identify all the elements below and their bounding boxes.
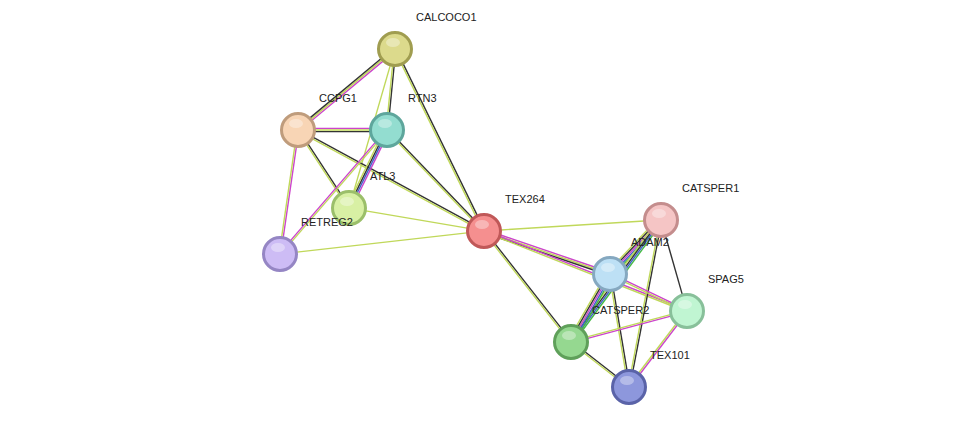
protein-node: CCPG1 — [280, 112, 316, 148]
interaction-edge — [584, 352, 616, 377]
interaction-edge — [366, 211, 467, 228]
interaction-edge — [494, 244, 561, 329]
protein-node: ADAM2 — [592, 256, 628, 292]
protein-node: CATSPER2 — [553, 324, 589, 360]
evidence-line — [501, 221, 644, 230]
protein-label: RETREG2 — [301, 216, 353, 229]
node-highlight — [289, 119, 303, 128]
evidence-line — [639, 324, 676, 373]
protein-node: RTN3 — [369, 112, 405, 148]
protein-label: SPAG5 — [708, 273, 744, 286]
evidence-line — [310, 59, 381, 118]
protein-node: CALCOCO1 — [377, 31, 413, 67]
node-highlight — [652, 209, 666, 218]
node-highlight — [386, 38, 400, 47]
evidence-line — [292, 143, 377, 241]
interaction-edge — [398, 142, 473, 220]
evidence-line — [315, 131, 370, 132]
interaction-edge — [625, 281, 672, 305]
evidence-line — [583, 235, 653, 330]
node-highlight — [620, 376, 634, 385]
node-highlight — [475, 220, 489, 229]
interaction-edge — [587, 315, 671, 339]
evidence-line — [582, 234, 652, 329]
protein-node: RETREG2 — [262, 236, 298, 272]
node-highlight — [378, 119, 392, 128]
node-highlight — [562, 331, 576, 340]
evidence-line — [297, 233, 467, 252]
interaction-edge — [297, 233, 467, 252]
evidence-line — [399, 142, 472, 218]
node-highlight — [601, 263, 615, 272]
protein-label: ADAM2 — [631, 236, 669, 249]
protein-label: CCPG1 — [319, 92, 357, 105]
evidence-line — [495, 244, 561, 328]
interaction-edge — [388, 66, 394, 113]
protein-node: TEX101 — [611, 369, 647, 405]
node-highlight — [340, 197, 354, 206]
evidence-line — [398, 143, 471, 219]
protein-label: CALCOCO1 — [416, 11, 477, 24]
protein-label: CATSPER1 — [682, 182, 739, 195]
protein-label: CATSPER2 — [592, 304, 649, 317]
evidence-line — [282, 147, 295, 237]
evidence-line — [311, 60, 382, 119]
protein-node: TEX264 — [466, 213, 502, 249]
evidence-line — [584, 353, 615, 377]
interaction-edge — [500, 235, 595, 270]
evidence-line — [307, 145, 339, 195]
protein-label: ATL3 — [370, 170, 395, 183]
evidence-line — [587, 315, 670, 337]
evidence-line — [366, 211, 467, 228]
evidence-line — [291, 142, 376, 240]
evidence-line — [354, 144, 377, 191]
evidence-line — [588, 316, 671, 338]
evidence-line — [315, 129, 370, 130]
node-highlight — [271, 243, 285, 252]
evidence-line — [626, 281, 672, 303]
protein-label: TEX264 — [505, 193, 545, 206]
interaction-edge — [501, 221, 644, 230]
protein-label: RTN3 — [408, 92, 437, 105]
node-highlight — [678, 300, 692, 309]
evidence-line — [625, 282, 671, 304]
interaction-edge — [291, 142, 377, 241]
evidence-line — [283, 147, 296, 237]
evidence-line — [494, 245, 560, 329]
protein-node: CATSPER1 — [643, 202, 679, 238]
evidence-line — [585, 352, 616, 376]
evidence-line — [501, 235, 595, 267]
protein-label: TEX101 — [650, 349, 690, 362]
interaction-edge — [310, 59, 383, 121]
evidence-line — [315, 128, 370, 129]
interaction-edge — [282, 147, 297, 238]
evidence-line — [312, 61, 383, 120]
protein-node: SPAG5 — [669, 293, 705, 329]
interaction-edge — [315, 128, 370, 131]
